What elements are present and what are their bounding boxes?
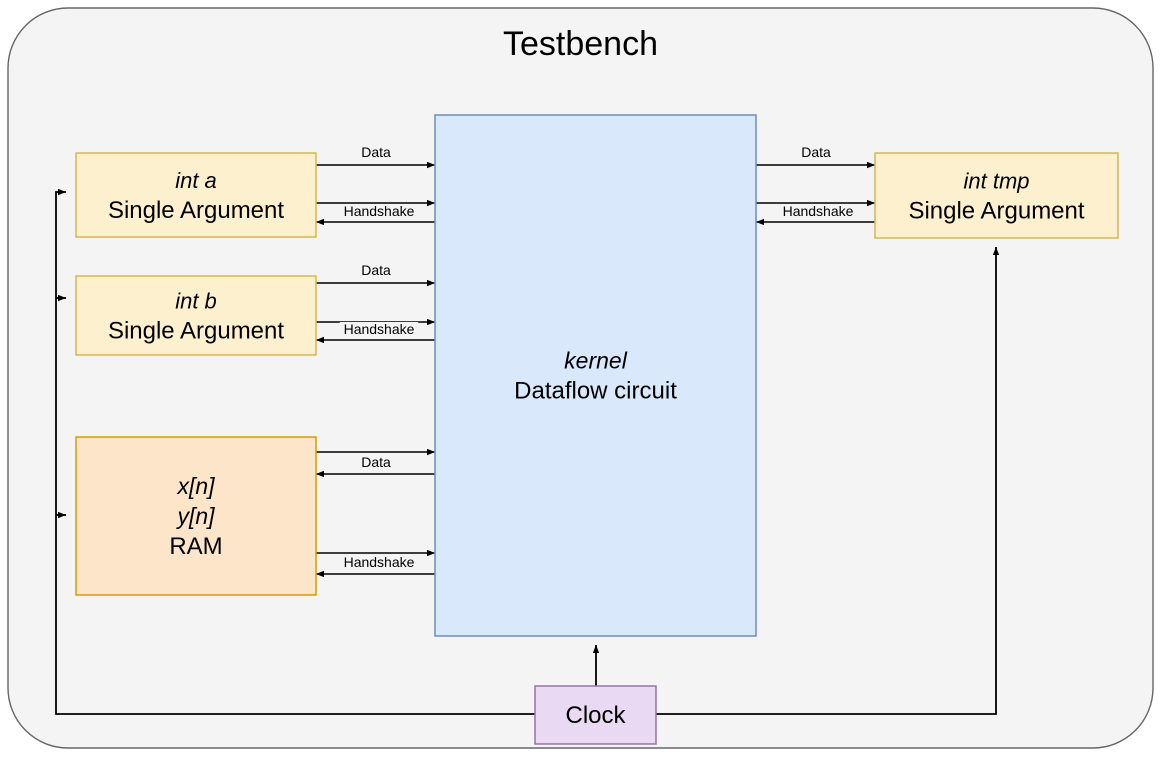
connection-ram-handshake: Handshake xyxy=(316,554,435,578)
connection-label-bg-tmp-handshake xyxy=(778,204,858,221)
block-int-b[interactable]: int b Single Argument xyxy=(75,275,317,356)
connection-label-bg-tmp-data xyxy=(795,145,837,162)
block-clock[interactable]: Clock xyxy=(534,685,657,745)
connection-label-bg-ram-handshake xyxy=(339,555,419,572)
connection-label-a-data: Data xyxy=(361,144,391,160)
block-ram[interactable]: x[n] y[n] RAM xyxy=(75,436,317,596)
connection-b-data: Data xyxy=(316,262,435,287)
clock-left-bus xyxy=(55,188,535,715)
block-int-a[interactable]: int a Single Argument xyxy=(75,152,317,238)
connection-tmp-handshake: Handshake xyxy=(756,203,875,226)
block-label-int-b-0: int b xyxy=(175,289,217,314)
clock-right-bus xyxy=(656,247,1000,715)
block-rect-kernel[interactable] xyxy=(434,114,757,637)
connection-label-tmp-handshake: Handshake xyxy=(783,203,854,219)
block-label-int-a-1: Single Argument xyxy=(108,197,284,224)
block-rect-clock[interactable] xyxy=(534,685,657,745)
connection-b-handshake: Handshake xyxy=(316,321,435,344)
block-rect-int-tmp[interactable] xyxy=(874,152,1119,239)
block-label-int-tmp-1: Single Argument xyxy=(908,198,1084,225)
block-label-clock-0: Clock xyxy=(565,702,626,729)
block-label-int-b-1: Single Argument xyxy=(108,318,284,345)
page-title: Testbench xyxy=(503,25,658,63)
block-label-ram-0: x[n] xyxy=(176,473,215,499)
block-label-int-a-0: int a xyxy=(175,168,217,193)
connection-label-tmp-data: Data xyxy=(801,144,831,160)
connection-label-b-data: Data xyxy=(361,262,391,278)
connection-label-bg-ram-data xyxy=(355,455,397,472)
connection-ram-data: Data xyxy=(316,454,435,478)
connection-label-bg-b-handshake xyxy=(339,322,419,339)
connection-label-bg-b-data xyxy=(355,263,397,280)
block-rect-int-b[interactable] xyxy=(75,275,317,356)
connection-label-ram-handshake: Handshake xyxy=(344,554,415,570)
connection-label-bg-a-data xyxy=(355,145,397,162)
connection-tmp-data: Data xyxy=(756,144,875,169)
connection-a-handshake: Handshake xyxy=(316,203,435,226)
block-label-ram-2: RAM xyxy=(169,533,222,560)
connection-label-b-handshake: Handshake xyxy=(344,321,415,337)
clock-wiring-layer xyxy=(55,188,1000,715)
connection-label-a-handshake: Handshake xyxy=(344,203,415,219)
block-label-int-tmp-0: int tmp xyxy=(963,169,1029,194)
connection-a-data: Data xyxy=(316,144,435,169)
connection-label-bg-a-handshake xyxy=(339,204,419,221)
block-rect-int-a[interactable] xyxy=(75,152,317,238)
connection-label-ram-data: Data xyxy=(361,454,391,470)
block-label-kernel-0: kernel xyxy=(564,348,628,374)
blocks-layer: int a Single Argument int b Single Argument… xyxy=(75,114,1119,745)
block-label-kernel-1: Dataflow circuit xyxy=(514,378,677,405)
block-rect-ram[interactable] xyxy=(75,436,317,596)
connections-layer: DataHandshakeDataHandshakeDataHandshakeD… xyxy=(316,144,875,578)
block-label-ram-1: y[n] xyxy=(175,503,215,529)
